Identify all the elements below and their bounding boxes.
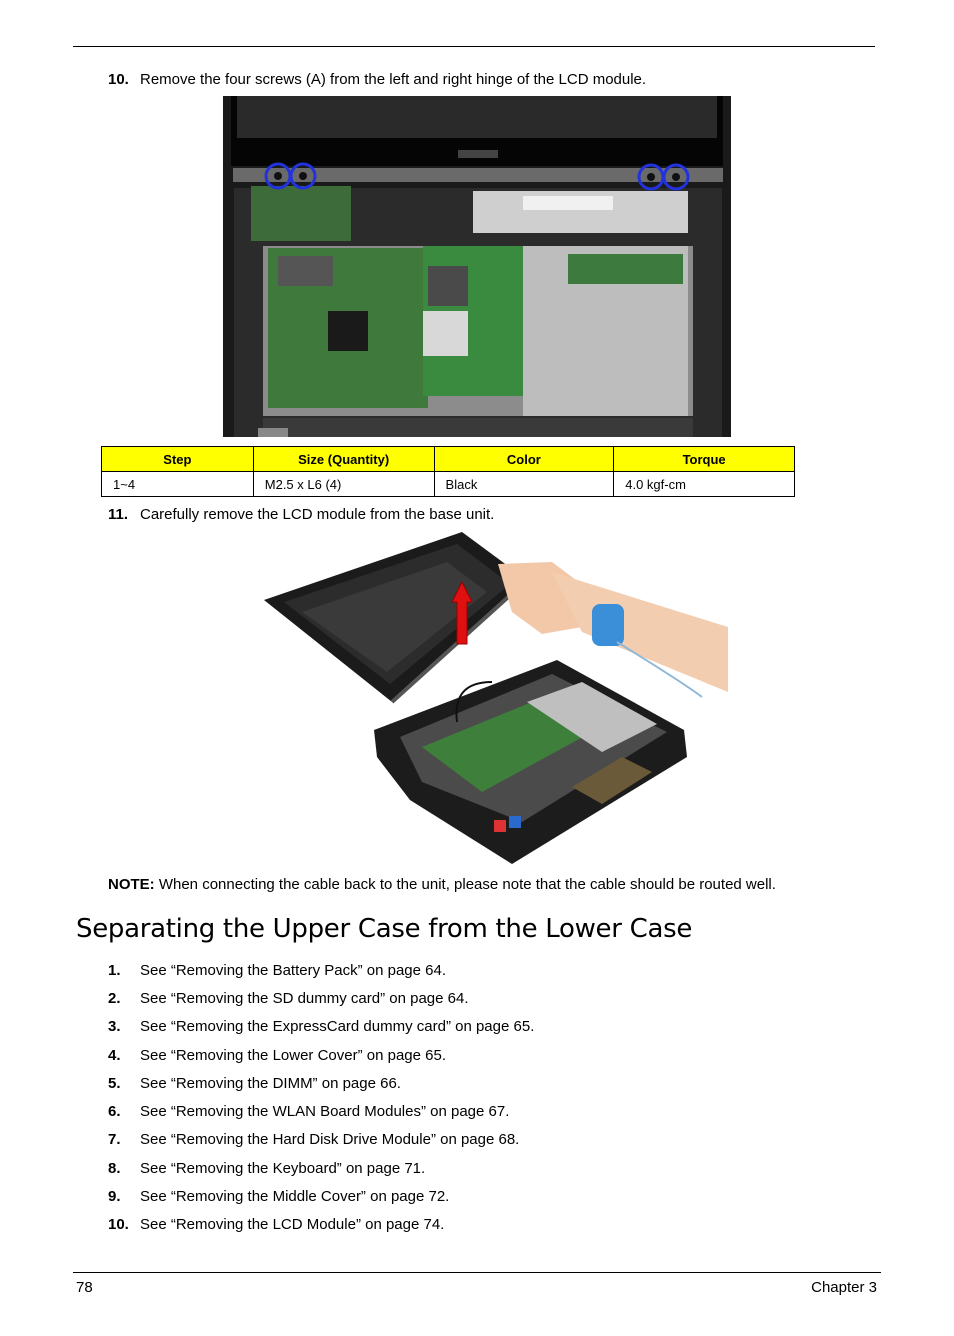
base-mainboard — [422, 702, 592, 792]
cell-step: 1~4 — [101, 471, 254, 497]
screw-a-2-icon — [289, 162, 317, 190]
list-item: 6.See “Removing the WLAN Board Modules” … — [108, 1103, 510, 1120]
list-item: 10.See “Removing the LCD Module” on page… — [108, 1216, 445, 1233]
wrist-strap — [592, 604, 624, 646]
screw-a-4-icon — [662, 163, 690, 191]
step-10-remove-screws: 10.Remove the four screws (A) from the l… — [108, 71, 647, 88]
list-item: 1.See “Removing the Battery Pack” on pag… — [108, 962, 447, 979]
header-step: Step — [101, 446, 254, 472]
table-header-row: Step Size (Quantity) Color Torque — [101, 446, 795, 472]
table-row: 1~4 M2.5 x L6 (4) Black 4.0 kgf-cm — [101, 471, 795, 497]
header-color: Color — [433, 446, 615, 472]
footer-rule — [73, 1272, 881, 1273]
cell-size-quantity: M2.5 x L6 (4) — [252, 471, 435, 497]
list-item: 9.See “Removing the Middle Cover” on pag… — [108, 1188, 450, 1205]
left-hinge-board — [251, 186, 351, 241]
touchpad — [572, 757, 652, 804]
arm — [552, 572, 728, 692]
lcd-hinge-screws-photo — [223, 96, 731, 437]
screw-spec-table: Step Size (Quantity) Color Torque 1~4 M2… — [101, 446, 795, 497]
section-title: Separating the Upper Case from the Lower… — [76, 914, 693, 944]
cell-color: Black — [433, 471, 615, 497]
cell-torque: 4.0 kgf-cm — [613, 471, 795, 497]
list-item: 7.See “Removing the Hard Disk Drive Modu… — [108, 1131, 520, 1148]
step-11-remove-lcd: 11.Carefully remove the LCD module from … — [108, 506, 495, 523]
header-rule — [73, 46, 875, 47]
page-number: 78 — [76, 1279, 93, 1296]
list-item: 3.See “Removing the ExpressCard dummy ca… — [108, 1018, 535, 1035]
lcd-removal-photo — [262, 532, 728, 870]
chapter-label: Chapter 3 — [811, 1279, 877, 1296]
list-item: 4.See “Removing the Lower Cover” on page… — [108, 1047, 447, 1064]
list-item: 5.See “Removing the DIMM” on page 66. — [108, 1075, 401, 1092]
header-size-quantity: Size (Quantity) — [252, 446, 435, 472]
list-item: 2.See “Removing the SD dummy card” on pa… — [108, 990, 469, 1007]
lift-arrow-icon — [451, 580, 473, 645]
list-item: 8.See “Removing the Keyboard” on page 71… — [108, 1160, 426, 1177]
header-torque: Torque — [613, 446, 795, 472]
note-paragraph: NOTE: When connecting the cable back to … — [108, 876, 776, 893]
